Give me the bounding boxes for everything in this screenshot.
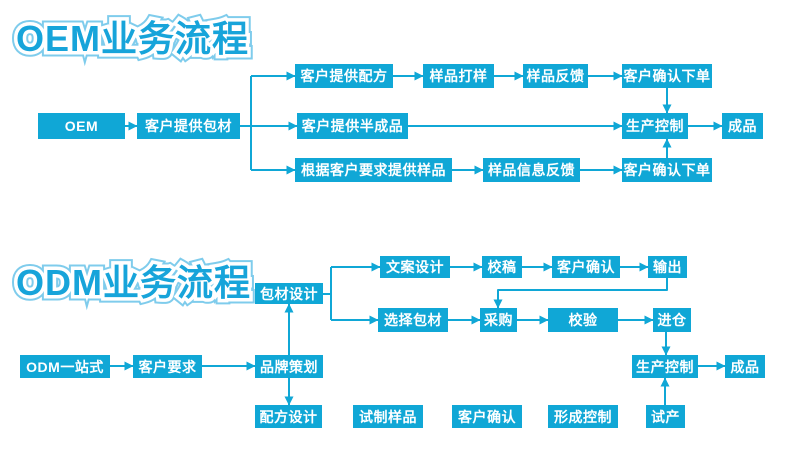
- odm-node-customer-confirmation-top: 客户确认: [552, 256, 620, 278]
- oem-title-outline: OEM业务流程: [10, 13, 253, 65]
- odm-node-packaging-design: 包材设计: [255, 283, 323, 304]
- oem-node-sample-feedback: 样品反馈: [523, 64, 588, 88]
- oem-node-oem: OEM: [38, 113, 125, 139]
- odm-title-inner-stroke: ODM业务流程: [13, 259, 254, 307]
- odm-node-trial-production: 试产: [646, 405, 685, 428]
- odm-node-proofreading: 校稿: [482, 256, 522, 278]
- oem-node-customer-provides-semifinished: 客户提供半成品: [297, 113, 408, 139]
- oem-node-customer-provides-packaging: 客户提供包材: [137, 113, 240, 139]
- odm-node-finished-product: 成品: [725, 355, 765, 378]
- oem-title-inner-stroke: OEM业务流程: [12, 15, 251, 63]
- odm-node-copy-design: 文案设计: [380, 256, 450, 278]
- oem-node-customer-confirms-order-bottom: 客户确认下单: [622, 158, 712, 182]
- oem-node-customer-confirms-order-top: 客户确认下单: [622, 64, 712, 88]
- oem-title-text: OEM业务流程: [16, 18, 250, 59]
- oem-node-samples-per-requirements: 根据客户要求提供样品: [295, 158, 452, 182]
- oem-node-customer-provides-formula: 客户提供配方: [295, 64, 393, 88]
- odm-node-forming-control: 形成控制: [548, 405, 618, 428]
- odm-node-customer-confirmation-bottom: 客户确认: [452, 405, 522, 428]
- odm-node-verification: 校验: [548, 308, 618, 332]
- odm-node-output: 输出: [648, 256, 687, 278]
- oem-node-production-control: 生产控制: [622, 113, 688, 139]
- odm-node-brand-planning: 品牌策划: [255, 355, 323, 378]
- odm-node-formula-design: 配方设计: [255, 405, 322, 428]
- odm-node-warehousing: 进仓: [653, 308, 691, 332]
- odm-node-trial-samples: 试制样品: [353, 405, 423, 428]
- oem-node-sample-info-feedback: 样品信息反馈: [483, 158, 580, 182]
- odm-title-text: ODM业务流程: [16, 262, 251, 303]
- odm-node-purchasing: 采购: [480, 308, 517, 332]
- odm-edge-11: [493, 278, 668, 309]
- odm-node-select-packaging: 选择包材: [378, 308, 448, 332]
- odm-node-odm-one-stop: ODM一站式: [20, 355, 110, 378]
- odm-flow-title: ODM业务流程 ODM业务流程 ODM业务流程 ODM业务流程: [11, 254, 256, 309]
- oem-flow-title: OEM业务流程 OEM业务流程 OEM业务流程 OEM业务流程: [10, 10, 253, 65]
- oem-node-sample-proofing: 样品打样: [423, 64, 494, 88]
- odm-title-outline: ODM业务流程: [11, 257, 256, 309]
- odm-node-production-control: 生产控制: [632, 355, 698, 378]
- odm-node-customer-requirements: 客户要求: [133, 355, 202, 378]
- oem-node-finished-product: 成品: [722, 113, 763, 139]
